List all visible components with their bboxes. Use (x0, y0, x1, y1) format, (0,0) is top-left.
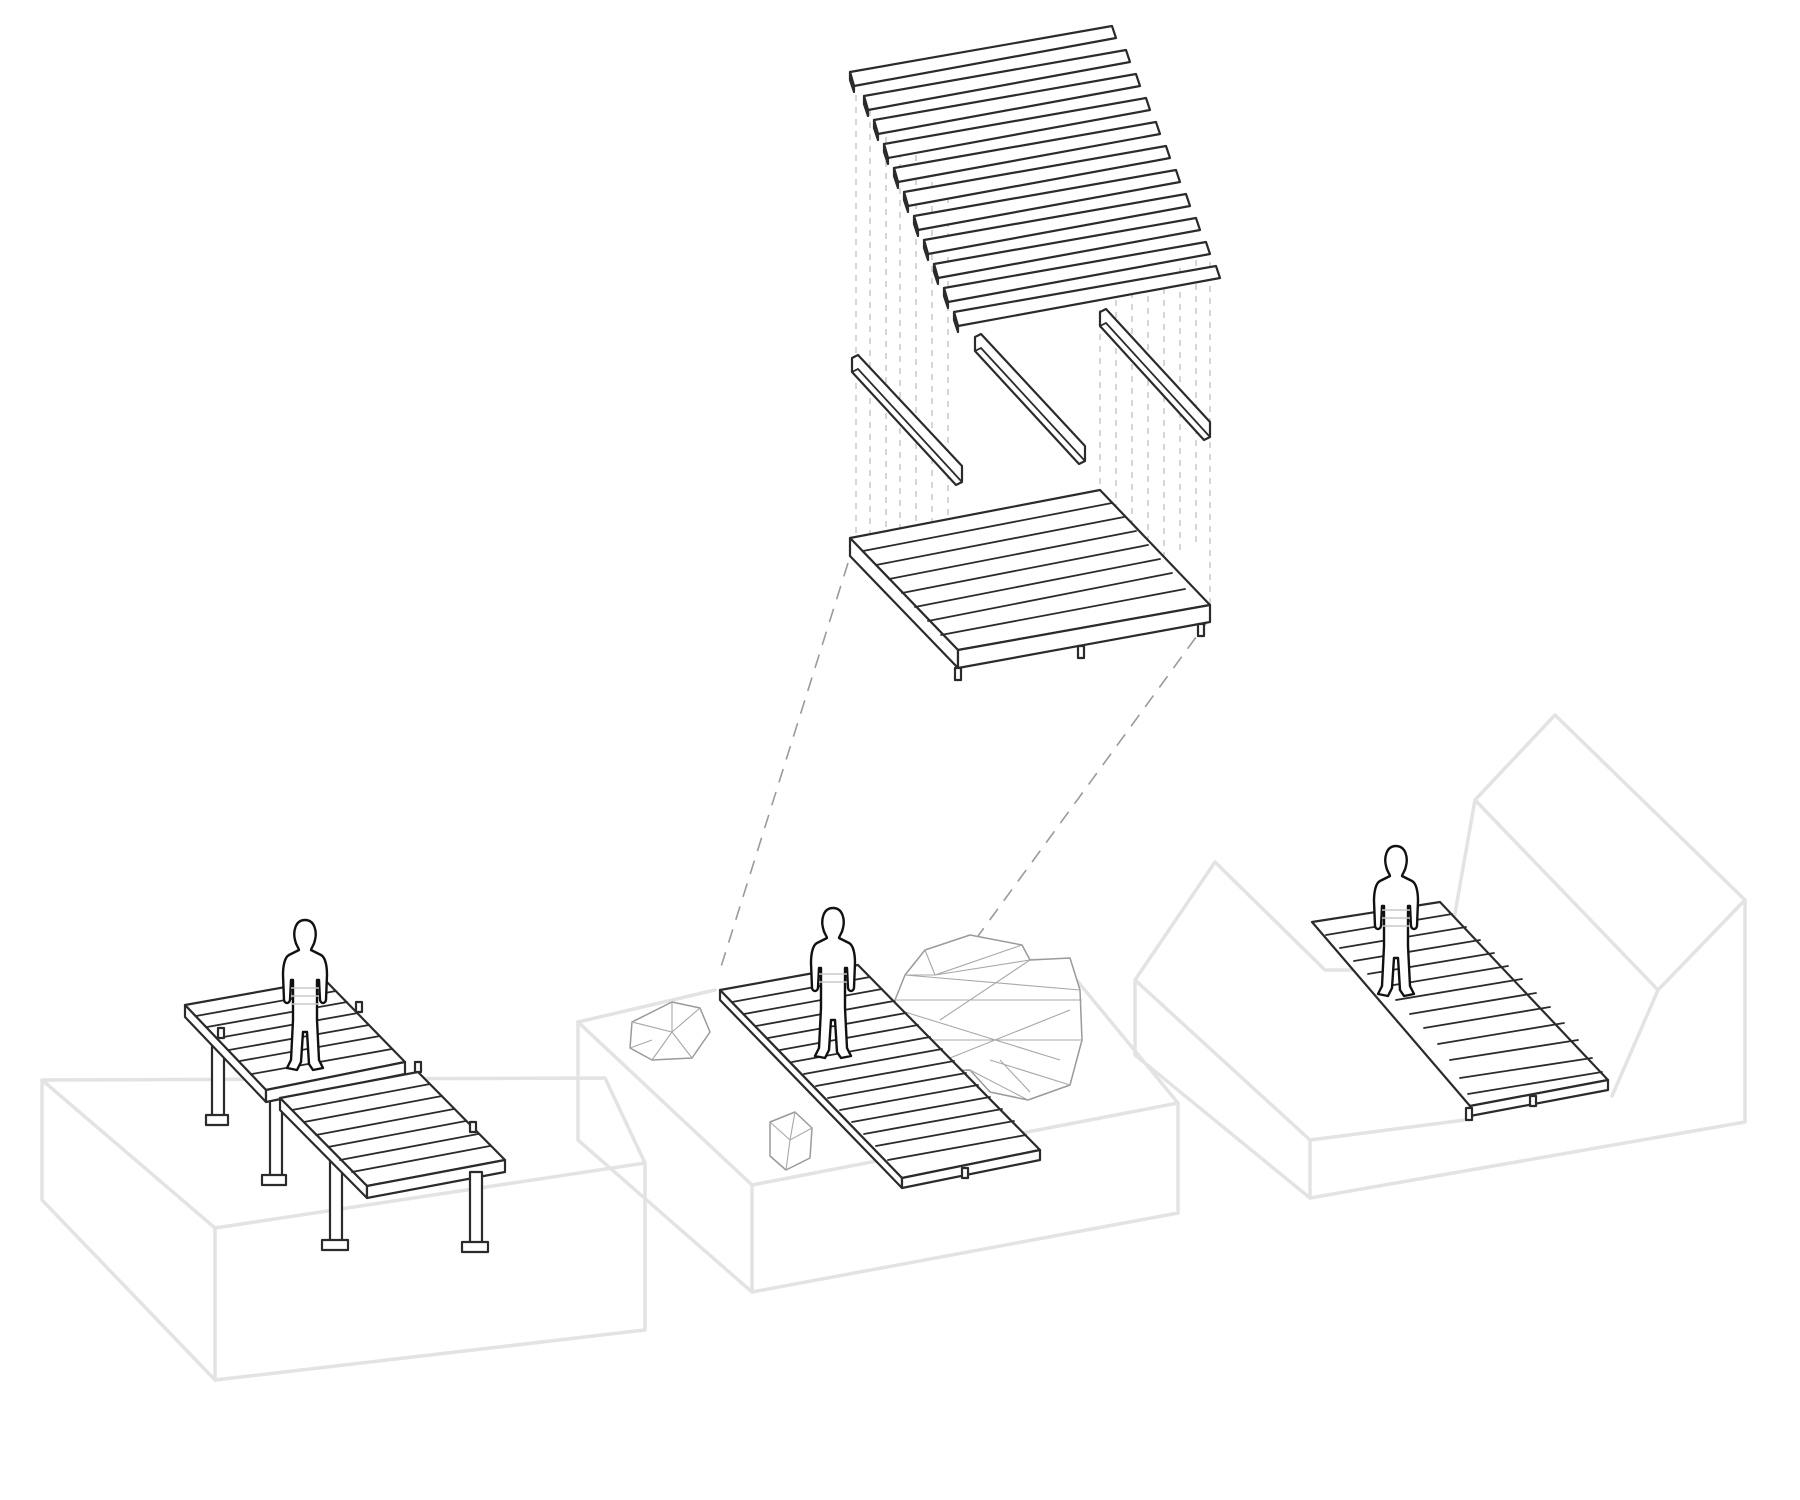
ground-block-right (1133, 713, 1747, 1200)
ground-boardwalk (718, 963, 1042, 1190)
exploded-deck-boards (848, 24, 1222, 334)
assembled-deck-module (848, 488, 1212, 682)
person-left (281, 918, 329, 1072)
rock-small-left (629, 1001, 711, 1061)
valley-boardwalk (1310, 900, 1610, 1122)
rock-small-front (769, 1111, 813, 1171)
exploded-joists (850, 307, 1212, 487)
person-middle (809, 906, 857, 1060)
raised-boardwalk (183, 978, 507, 1254)
person-right (1372, 844, 1420, 998)
